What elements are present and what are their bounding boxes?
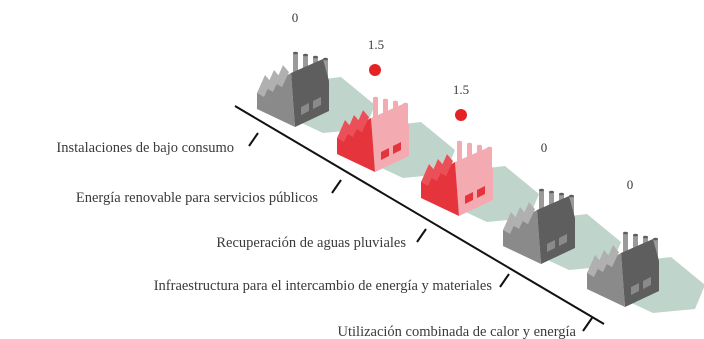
axis-tick-2 xyxy=(331,179,342,194)
chimney-5-1 xyxy=(623,233,628,259)
chimney-3-1 xyxy=(457,142,462,168)
roof-ridge-1-1 xyxy=(257,75,271,97)
value-label-4: 0 xyxy=(541,140,548,155)
axis-tick-3 xyxy=(416,228,427,243)
factory-1 xyxy=(257,51,329,127)
factory-side-1 xyxy=(291,59,329,127)
category-label-5: Utilización combinada de calor y energía xyxy=(338,324,577,339)
factory-front-3 xyxy=(421,162,459,216)
value-marker-2 xyxy=(369,64,381,76)
factory-side-5 xyxy=(621,239,659,307)
chimney-top-2-1 xyxy=(373,96,378,100)
window-2-2 xyxy=(393,142,401,154)
factory-2 xyxy=(337,64,409,172)
roof-ridge-4-1 xyxy=(503,212,517,234)
chimney-top-2-4 xyxy=(403,102,408,106)
roof-ridge-4-2 xyxy=(512,207,526,230)
factory-side-4 xyxy=(537,196,575,264)
roof-ridge-2-3 xyxy=(355,110,369,133)
roof-ridge-2-2 xyxy=(346,115,360,138)
roof-ridge-1-2 xyxy=(266,70,280,93)
chimney-top-1-3 xyxy=(313,55,318,59)
category-label-2: Energía renovable para servicios público… xyxy=(76,190,318,206)
chimney-top-4-4 xyxy=(569,194,574,198)
chimney-top-5-3 xyxy=(643,235,648,239)
factory-5 xyxy=(587,231,659,307)
value-marker-3 xyxy=(455,109,467,121)
window-5-1 xyxy=(631,283,639,295)
axis-line xyxy=(234,105,605,325)
factory-front-2 xyxy=(337,118,375,172)
factory-front-4 xyxy=(503,210,541,264)
chimney-top-3-1 xyxy=(457,140,462,144)
axis-tick-5 xyxy=(582,317,593,332)
axis-ticks xyxy=(248,132,593,332)
roof-ridge-4-3 xyxy=(521,202,535,225)
factory-side-3 xyxy=(455,148,493,216)
chimney-top-4-2 xyxy=(549,190,554,194)
roof-ridge-3-1 xyxy=(421,164,435,186)
factory-front-5 xyxy=(587,253,625,307)
window-4-2 xyxy=(559,234,567,246)
window-4-1 xyxy=(547,240,555,252)
factory-side-2 xyxy=(371,104,409,172)
axis xyxy=(234,105,605,325)
chimney-top-3-2 xyxy=(467,142,472,146)
value-label-2: 1.5 xyxy=(368,37,384,52)
chimney-top-5-1 xyxy=(623,231,628,235)
axis-tick-4 xyxy=(499,273,510,288)
value-label-1: 0 xyxy=(292,10,299,25)
chimney-4-1 xyxy=(539,190,544,216)
category-label-1: Instalaciones de bajo consumo xyxy=(56,140,234,156)
roof-ridge-3-3 xyxy=(439,154,453,177)
window-1-2 xyxy=(313,97,321,109)
chimney-top-1-2 xyxy=(303,53,308,57)
chimney-top-1-1 xyxy=(293,51,298,55)
category-labels: Instalaciones de bajo consumo Energía re… xyxy=(56,140,576,339)
factories xyxy=(257,51,659,307)
chimney-top-2-3 xyxy=(393,100,398,104)
chimney-top-4-3 xyxy=(559,192,564,196)
value-labels: 0 1.5 1.5 0 0 xyxy=(292,10,634,192)
chimney-top-3-4 xyxy=(487,146,492,150)
chimney-top-5-2 xyxy=(633,233,638,237)
roof-ridge-5-2 xyxy=(596,250,610,273)
roof-ridge-1-3 xyxy=(275,65,289,88)
window-3-1 xyxy=(465,192,473,204)
category-label-4: Infraestructura para el intercambio de e… xyxy=(154,278,493,294)
chimney-top-5-4 xyxy=(653,237,658,241)
chimney-top-4-1 xyxy=(539,188,544,192)
roof-ridge-3-2 xyxy=(430,159,444,182)
chimney-top-1-4 xyxy=(323,57,328,61)
roof-ridge-2-1 xyxy=(337,120,351,142)
window-5-2 xyxy=(643,277,651,289)
roof-ridge-5-1 xyxy=(587,255,601,277)
axis-tick-1 xyxy=(248,132,259,147)
roof-ridge-5-3 xyxy=(605,245,619,268)
chimney-2-1 xyxy=(373,98,378,124)
factory-3 xyxy=(421,109,493,216)
factory-4 xyxy=(503,188,575,264)
chimney-1-1 xyxy=(293,53,298,79)
category-label-3: Recuperación de aguas pluviales xyxy=(216,235,406,251)
window-3-2 xyxy=(477,186,485,198)
value-label-5: 0 xyxy=(627,177,634,192)
chimney-top-2-2 xyxy=(383,98,388,102)
factory-front-1 xyxy=(257,73,295,127)
chimney-top-3-3 xyxy=(477,144,482,148)
value-label-3: 1.5 xyxy=(453,82,469,97)
window-2-1 xyxy=(381,148,389,160)
window-1-1 xyxy=(301,103,309,115)
